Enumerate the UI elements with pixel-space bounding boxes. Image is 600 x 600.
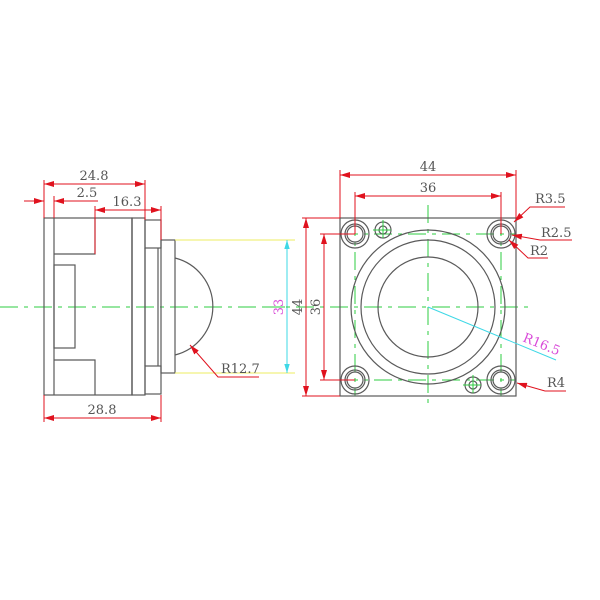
dim-label-44-h: 44 xyxy=(420,160,437,175)
dim-36-vertical: 36 xyxy=(309,233,355,381)
dim-16-3: 16.3 xyxy=(94,195,162,254)
bezel-middle xyxy=(360,239,496,375)
locating-hole-top xyxy=(373,220,393,240)
dim-label-16-3: 16.3 xyxy=(113,195,142,210)
dim-label-24-8: 24.8 xyxy=(80,169,109,184)
locating-hole-bottom xyxy=(463,375,483,395)
dim-label-r4: R4 xyxy=(547,376,565,391)
lens-aperture xyxy=(377,256,479,358)
dim-28-8: 28.8 xyxy=(43,395,162,422)
bezel-outer xyxy=(350,229,506,385)
dim-label-2-5: 2.5 xyxy=(77,186,98,201)
dim-36-horizontal: 36 xyxy=(354,181,502,234)
dim-label-36-h: 36 xyxy=(420,181,437,196)
dim-label-r2-5: R2.5 xyxy=(541,226,571,241)
dim-r3-5: R3.5 xyxy=(513,192,565,223)
dim-44-vertical: 44 xyxy=(291,217,340,397)
dim-r12-7: R12.7 xyxy=(189,344,260,378)
dim-label-r12-7: R12.7 xyxy=(221,362,260,377)
dim-24-8: 24.8 xyxy=(43,169,146,220)
front-view: 44 36 44 36 R3.5 xyxy=(262,160,572,408)
dim-label-28-8: 28.8 xyxy=(88,403,117,418)
dim-label-r3-5: R3.5 xyxy=(535,192,565,207)
dim-label-44-v: 44 xyxy=(291,299,306,316)
dim-label-36-v: 36 xyxy=(309,299,324,316)
dim-label-r16-5: R16.5 xyxy=(521,331,563,359)
dim-label-r2: R2 xyxy=(530,244,548,259)
dim-2-5: 2.5 xyxy=(24,186,98,218)
dim-r4: R4 xyxy=(516,376,566,392)
front-plate xyxy=(339,217,517,397)
dim-44-horizontal: 44 xyxy=(339,160,517,218)
side-body xyxy=(43,217,214,396)
side-view: 24.8 2.5 16.3 28.8 R12.7 xyxy=(0,169,295,422)
dim-r2: R2 xyxy=(508,239,548,259)
dim-r2-5: R2.5 xyxy=(511,226,572,241)
mounting-hole-br xyxy=(486,365,516,395)
